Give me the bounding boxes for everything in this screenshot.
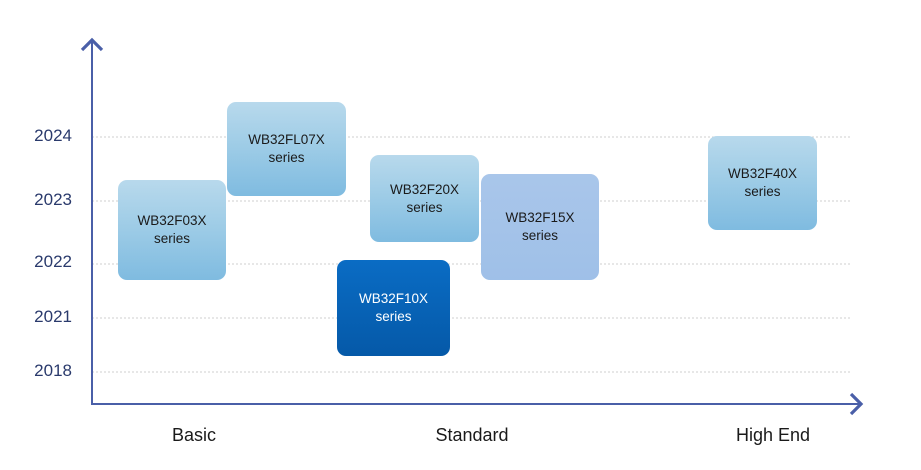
box-wb32fl07x-name: WB32FL07X	[248, 132, 325, 147]
box-wb32f20x-suffix: series	[406, 199, 443, 215]
y-tick-2024: 2024	[34, 126, 72, 145]
box-wb32f15x-suffix: series	[521, 228, 558, 243]
box-wb32f03x: WB32F03X series	[118, 180, 226, 280]
box-wb32fl07x-suffix: series	[268, 150, 305, 165]
box-wb32f20x: WB32F20X series	[370, 155, 479, 242]
box-wb32f40x: WB32F40X series	[708, 136, 817, 230]
y-tick-2021: 2021	[34, 307, 72, 326]
box-wb32f40x-suffix: series	[744, 184, 781, 199]
y-tick-2018: 2018	[34, 361, 72, 380]
x-category-high-end: High End	[735, 425, 811, 445]
x-category-standard: Standard	[435, 425, 509, 445]
box-wb32f15x-name: WB32F15X	[505, 210, 575, 225]
box-wb32f10x: WB32F10X series	[337, 260, 450, 356]
box-wb32fl07x: WB32FL07X series	[227, 102, 346, 196]
x-category-basic: Basic	[171, 425, 216, 445]
box-wb32f20x-name: WB32F20X	[389, 181, 460, 197]
box-wb32f15x: WB32F15X series	[481, 174, 599, 280]
y-tick-2022: 2022	[34, 252, 72, 271]
box-wb32f03x-suffix: series	[153, 231, 190, 246]
box-wb32f10x-name: WB32F10X	[358, 291, 429, 306]
box-wb32f03x-name: WB32F03X	[137, 213, 207, 228]
box-wb32f10x-suffix: series	[375, 309, 412, 324]
y-tick-2023: 2023	[34, 190, 72, 209]
box-wb32f40x-name: WB32F40X	[727, 166, 798, 181]
